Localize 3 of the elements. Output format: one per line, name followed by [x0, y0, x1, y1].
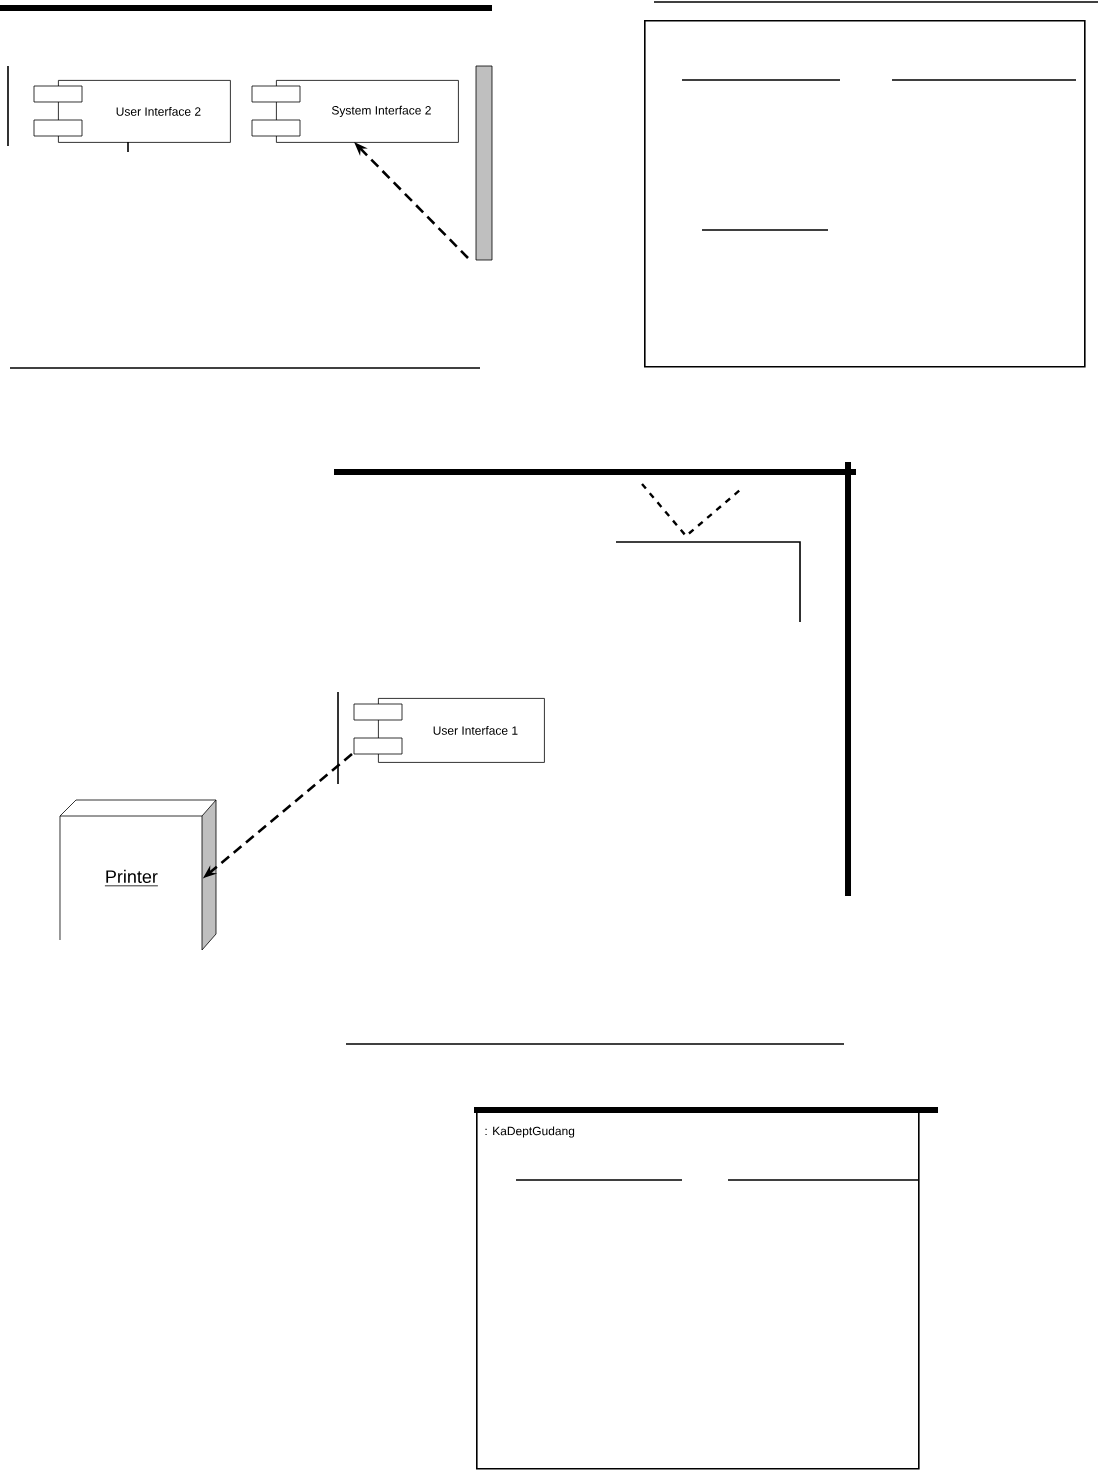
frame-box: [644, 1, 1098, 368]
node-label: Printer: [106, 869, 158, 884]
device-box: Printer: [59, 799, 217, 951]
